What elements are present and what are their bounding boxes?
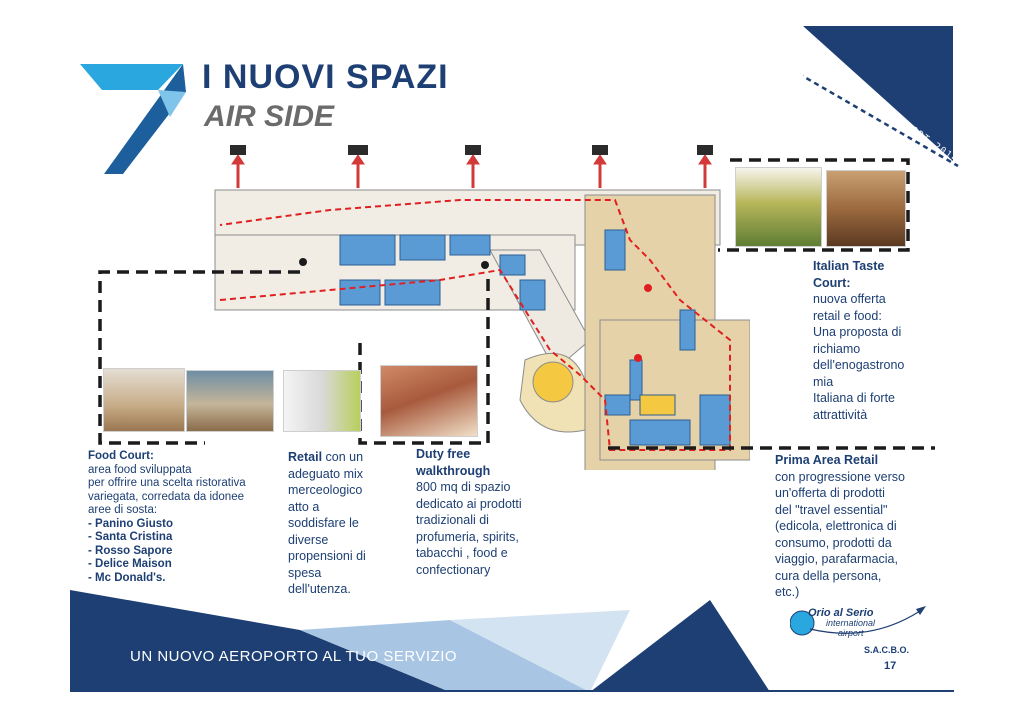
prima-area-line: etc.): [775, 585, 800, 599]
footer-slogan: UN NUOVO AEROPORTO AL TUO SERVIZIO: [130, 648, 458, 665]
prima-area-heading: Prima Area Retail: [775, 453, 879, 467]
italian-taste-line: Una proposta di: [813, 325, 902, 339]
plane-icon: [916, 606, 926, 615]
footer-band: [70, 590, 954, 692]
prima-area-line: viaggio, parafarmacia,: [775, 552, 898, 566]
duty-free-heading: walkthrough: [416, 463, 491, 478]
food-court-photo-1: [103, 368, 185, 432]
food-court-heading: Food Court:: [88, 450, 154, 462]
italian-taste-line: nuova offerta: [813, 292, 886, 306]
retail-heading: Retail: [288, 450, 323, 464]
duty-free-heading: Duty free: [416, 447, 471, 461]
retail-caption: Retail con un adeguato mix merceologico …: [288, 449, 398, 598]
food-court-line: aree di sosta:: [88, 504, 158, 516]
logo-line-1: Orio al Serio: [808, 607, 874, 619]
food-court-item: - Delice Maison: [88, 558, 172, 570]
company-name: S.A.C.B.O.: [864, 645, 910, 655]
retail-line: soddisfare le: [288, 516, 359, 530]
food-court-photo-2: [186, 370, 274, 432]
italian-taste-line: richiamo: [813, 341, 861, 356]
retail-line: atto a: [288, 499, 320, 514]
retail-photo: [283, 370, 361, 432]
italian-taste-line: mia: [813, 374, 834, 389]
globe-icon: [790, 610, 815, 636]
duty-free-line: tabacchi , food e: [416, 546, 508, 560]
duty-free-line: 800 mq di spazio: [416, 480, 511, 494]
duty-free-line: confectionary: [416, 562, 491, 577]
food-court-item: - Panino Giusto: [88, 517, 173, 530]
page-title: I NUOVI SPAZI: [202, 58, 449, 96]
prima-area-caption: Prima Area Retail con progressione verso…: [775, 452, 950, 601]
food-court-item: - Mc Donald's.: [88, 571, 166, 584]
italian-taste-line: retail e food:: [813, 308, 882, 323]
italian-taste-heading: Italian Taste: [813, 259, 885, 273]
italian-taste-line: Italiana di forte: [813, 391, 895, 405]
duty-free-caption: Duty free walkthrough 800 mq di spazio d…: [416, 446, 566, 578]
retail-line: diverse: [288, 532, 329, 547]
italian-taste-photo-1: [735, 167, 822, 247]
prima-area-line: cura della persona,: [775, 568, 882, 583]
food-court-line: variegata, corredata da idonee: [88, 490, 244, 503]
duty-free-line: dedicato ai prodotti: [416, 496, 522, 511]
retail-line: con un: [325, 450, 364, 464]
duty-free-line: tradizionali di: [416, 513, 489, 527]
prima-area-line: (edicola, elettronica di: [775, 519, 897, 533]
retail-line: merceologico: [288, 483, 363, 497]
seven-arrow-logo-icon: [80, 64, 186, 174]
italian-taste-caption: Italian Taste Court: nuova offerta retai…: [813, 258, 943, 423]
food-court-item: - Santa Cristina: [88, 531, 173, 543]
prima-area-line: con progressione verso: [775, 469, 905, 484]
retail-line: propensioni di: [288, 549, 366, 563]
italian-taste-line: dell'enogastrono: [813, 358, 905, 372]
airport-logo: [790, 606, 926, 636]
page-subtitle: AIR SIDE: [204, 100, 335, 133]
prima-area-line: un'offerta di prodotti: [775, 486, 885, 500]
duty-free-line: profumeria, spirits,: [416, 529, 519, 544]
food-court-line: per offrire una scelta ristorativa: [88, 477, 246, 489]
food-court-caption: Food Court: area food sviluppata per off…: [88, 450, 288, 585]
retail-line: dell'utenza.: [288, 582, 351, 596]
italian-taste-line: attrattività: [813, 407, 868, 422]
food-court-item: - Rosso Sapore: [88, 544, 173, 557]
page-number: 17: [884, 660, 897, 672]
logo-line-3: airport: [838, 628, 864, 638]
prima-area-line: del "travel essential": [775, 502, 888, 517]
food-court-line: area food sviluppata: [88, 463, 192, 476]
duty-free-photo: [380, 365, 478, 437]
retail-line: adeguato mix: [288, 466, 364, 481]
logo-line-2: international: [826, 618, 876, 628]
retail-line: spesa: [288, 565, 322, 580]
prima-area-line: consumo, prodotti da: [775, 535, 892, 550]
italian-taste-photo-2: [826, 170, 906, 247]
italian-taste-heading: Court:: [813, 275, 851, 290]
event-ribbon: [803, 26, 959, 168]
